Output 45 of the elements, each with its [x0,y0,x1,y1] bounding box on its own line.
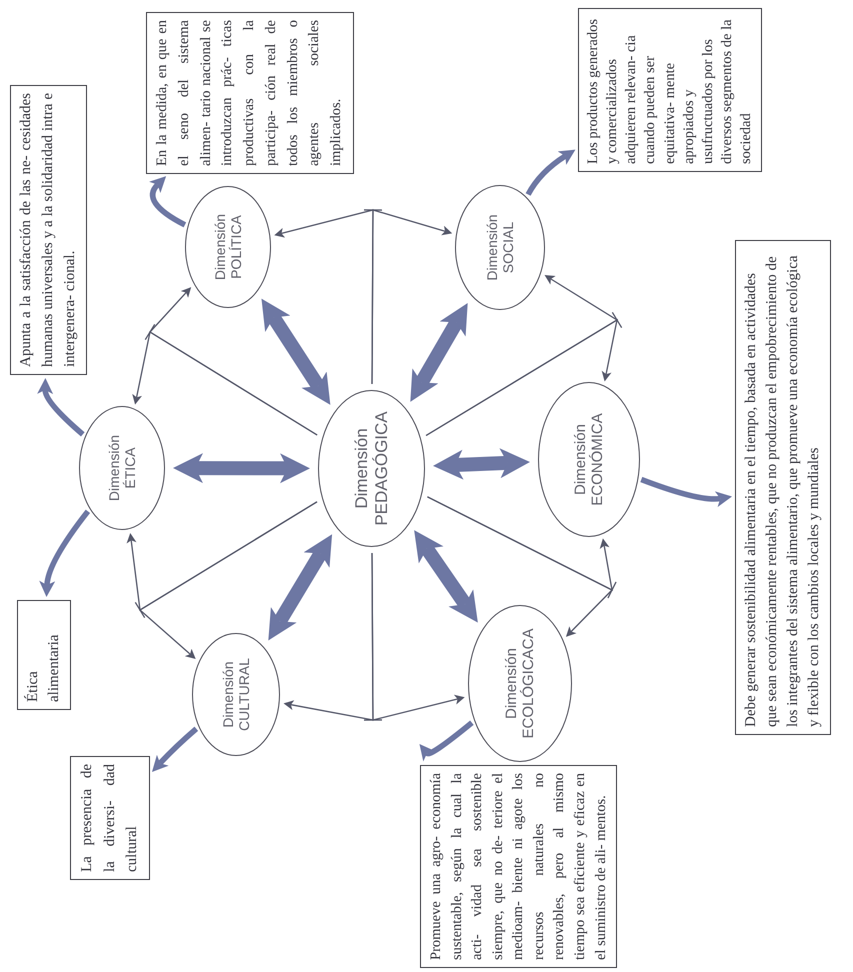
dimension-label: Dimensión [212,214,228,280]
dimension-label: Dimensión [106,434,122,502]
double-arrow [261,298,330,405]
description-text: Los productos generados y comercializados adquieren relevan- cia cuando pueden ser equitativa- mente apropiados y usufructuados por los diversos segmentos de la sociedad [584,18,755,164]
text-box [146,12,354,174]
arrow [426,318,618,436]
dimension-label: POLÍTICA [228,215,244,279]
curved-arrow [640,476,732,507]
arrow [371,553,465,721]
double-arrow [414,530,478,623]
text-box [10,85,88,375]
dimension-label: Dimensión [484,214,500,281]
description-text: Debe generar sostenibilidad alimentaria en el tiempo, basada en actividades que sean económicamente rentables, que no produzcan el empobrecimiento de los integrantes del sistema alimentario, que promueve una economía ecológica y flexible con los cambios locales y mundiales [742,254,823,727]
curved-arrow [148,175,186,228]
dimension-label: ÉTICA [122,447,138,489]
dimension-label: Dimensión [502,648,520,719]
text-box [578,8,762,172]
dimension-label: ECONÓMICA [589,413,606,506]
curved-arrow [38,378,85,437]
dimension-label: CULTURAL [236,658,252,731]
curved-arrow [152,726,198,772]
double-arrow [410,303,468,402]
double-arrow [268,534,332,640]
text-box [17,600,71,710]
dimension-label: ECOLÓGICACA [520,628,538,739]
arrow [148,287,318,436]
description-text: La presencia de la diversi- dad cultural [78,764,141,872]
dimension-label: Dimensión [352,428,372,509]
arrow [371,209,452,384]
text-box [70,756,150,880]
dimension-label: SOCIAL [500,222,516,274]
double-arrow [433,448,530,480]
dimension-label: Dimensión [220,661,236,728]
description-text: Promueve una agro- economía sustentable, según la cual la acti- vidad sea sostenible siempre, que no de- teriore el medioam- biente ni agote los recursos naturales no renovables, pero al mismo tiempo sea eficiente y eficaz en el suministro de ali- mentos. [427,773,610,960]
description-text: En la medida, en que en el seno del sistema alimen- tario nacional se introduzcan prác- ticas productivas con la participa- ción real de todos los miembros o agentes sociales implicados. [153,20,345,166]
dimension-label: Dimensión [572,424,589,495]
text-box [735,240,831,735]
double-arrow [173,453,310,484]
description-text: Apunta a la satisfacción de las ne- cesidades humanas universales y a la solidaridad intra e intergenera- cional. [17,93,78,367]
arrow [427,496,613,592]
description-text: Ética alimentaria [23,634,63,702]
arrow [138,501,318,660]
curved-arrow [39,510,90,597]
dimension-label: PEDAGÓGICA [372,411,392,526]
curved-arrow [526,149,576,196]
